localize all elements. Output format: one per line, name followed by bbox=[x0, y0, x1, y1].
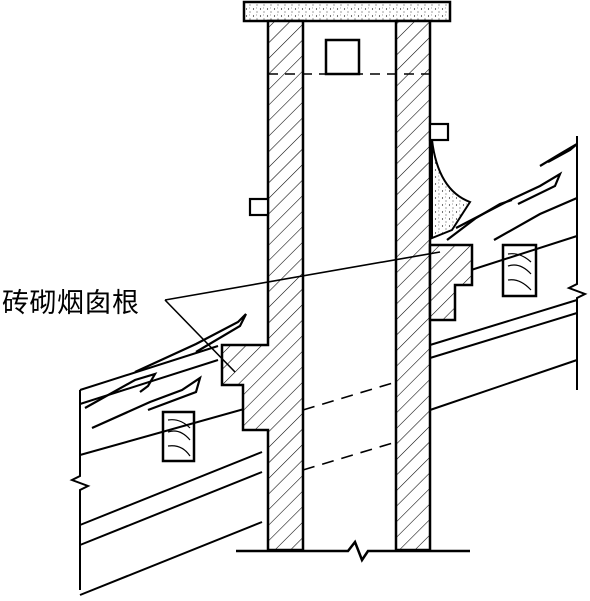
left-wood-batten bbox=[161, 410, 196, 463]
chimney-right-wall bbox=[394, 19, 432, 552]
chimney-left-wall bbox=[220, 19, 305, 552]
chimney-cap bbox=[242, 0, 452, 23]
flue-opening bbox=[324, 38, 361, 76]
left-roof-section bbox=[69, 313, 263, 596]
chimney bbox=[220, 0, 474, 563]
chimney-base-label: 砖砌烟囱根 bbox=[2, 288, 140, 319]
leader-lines bbox=[164, 251, 441, 373]
right-roof-section bbox=[429, 136, 588, 411]
mortar-fillet bbox=[431, 139, 472, 240]
right-wood-batten bbox=[501, 243, 538, 298]
